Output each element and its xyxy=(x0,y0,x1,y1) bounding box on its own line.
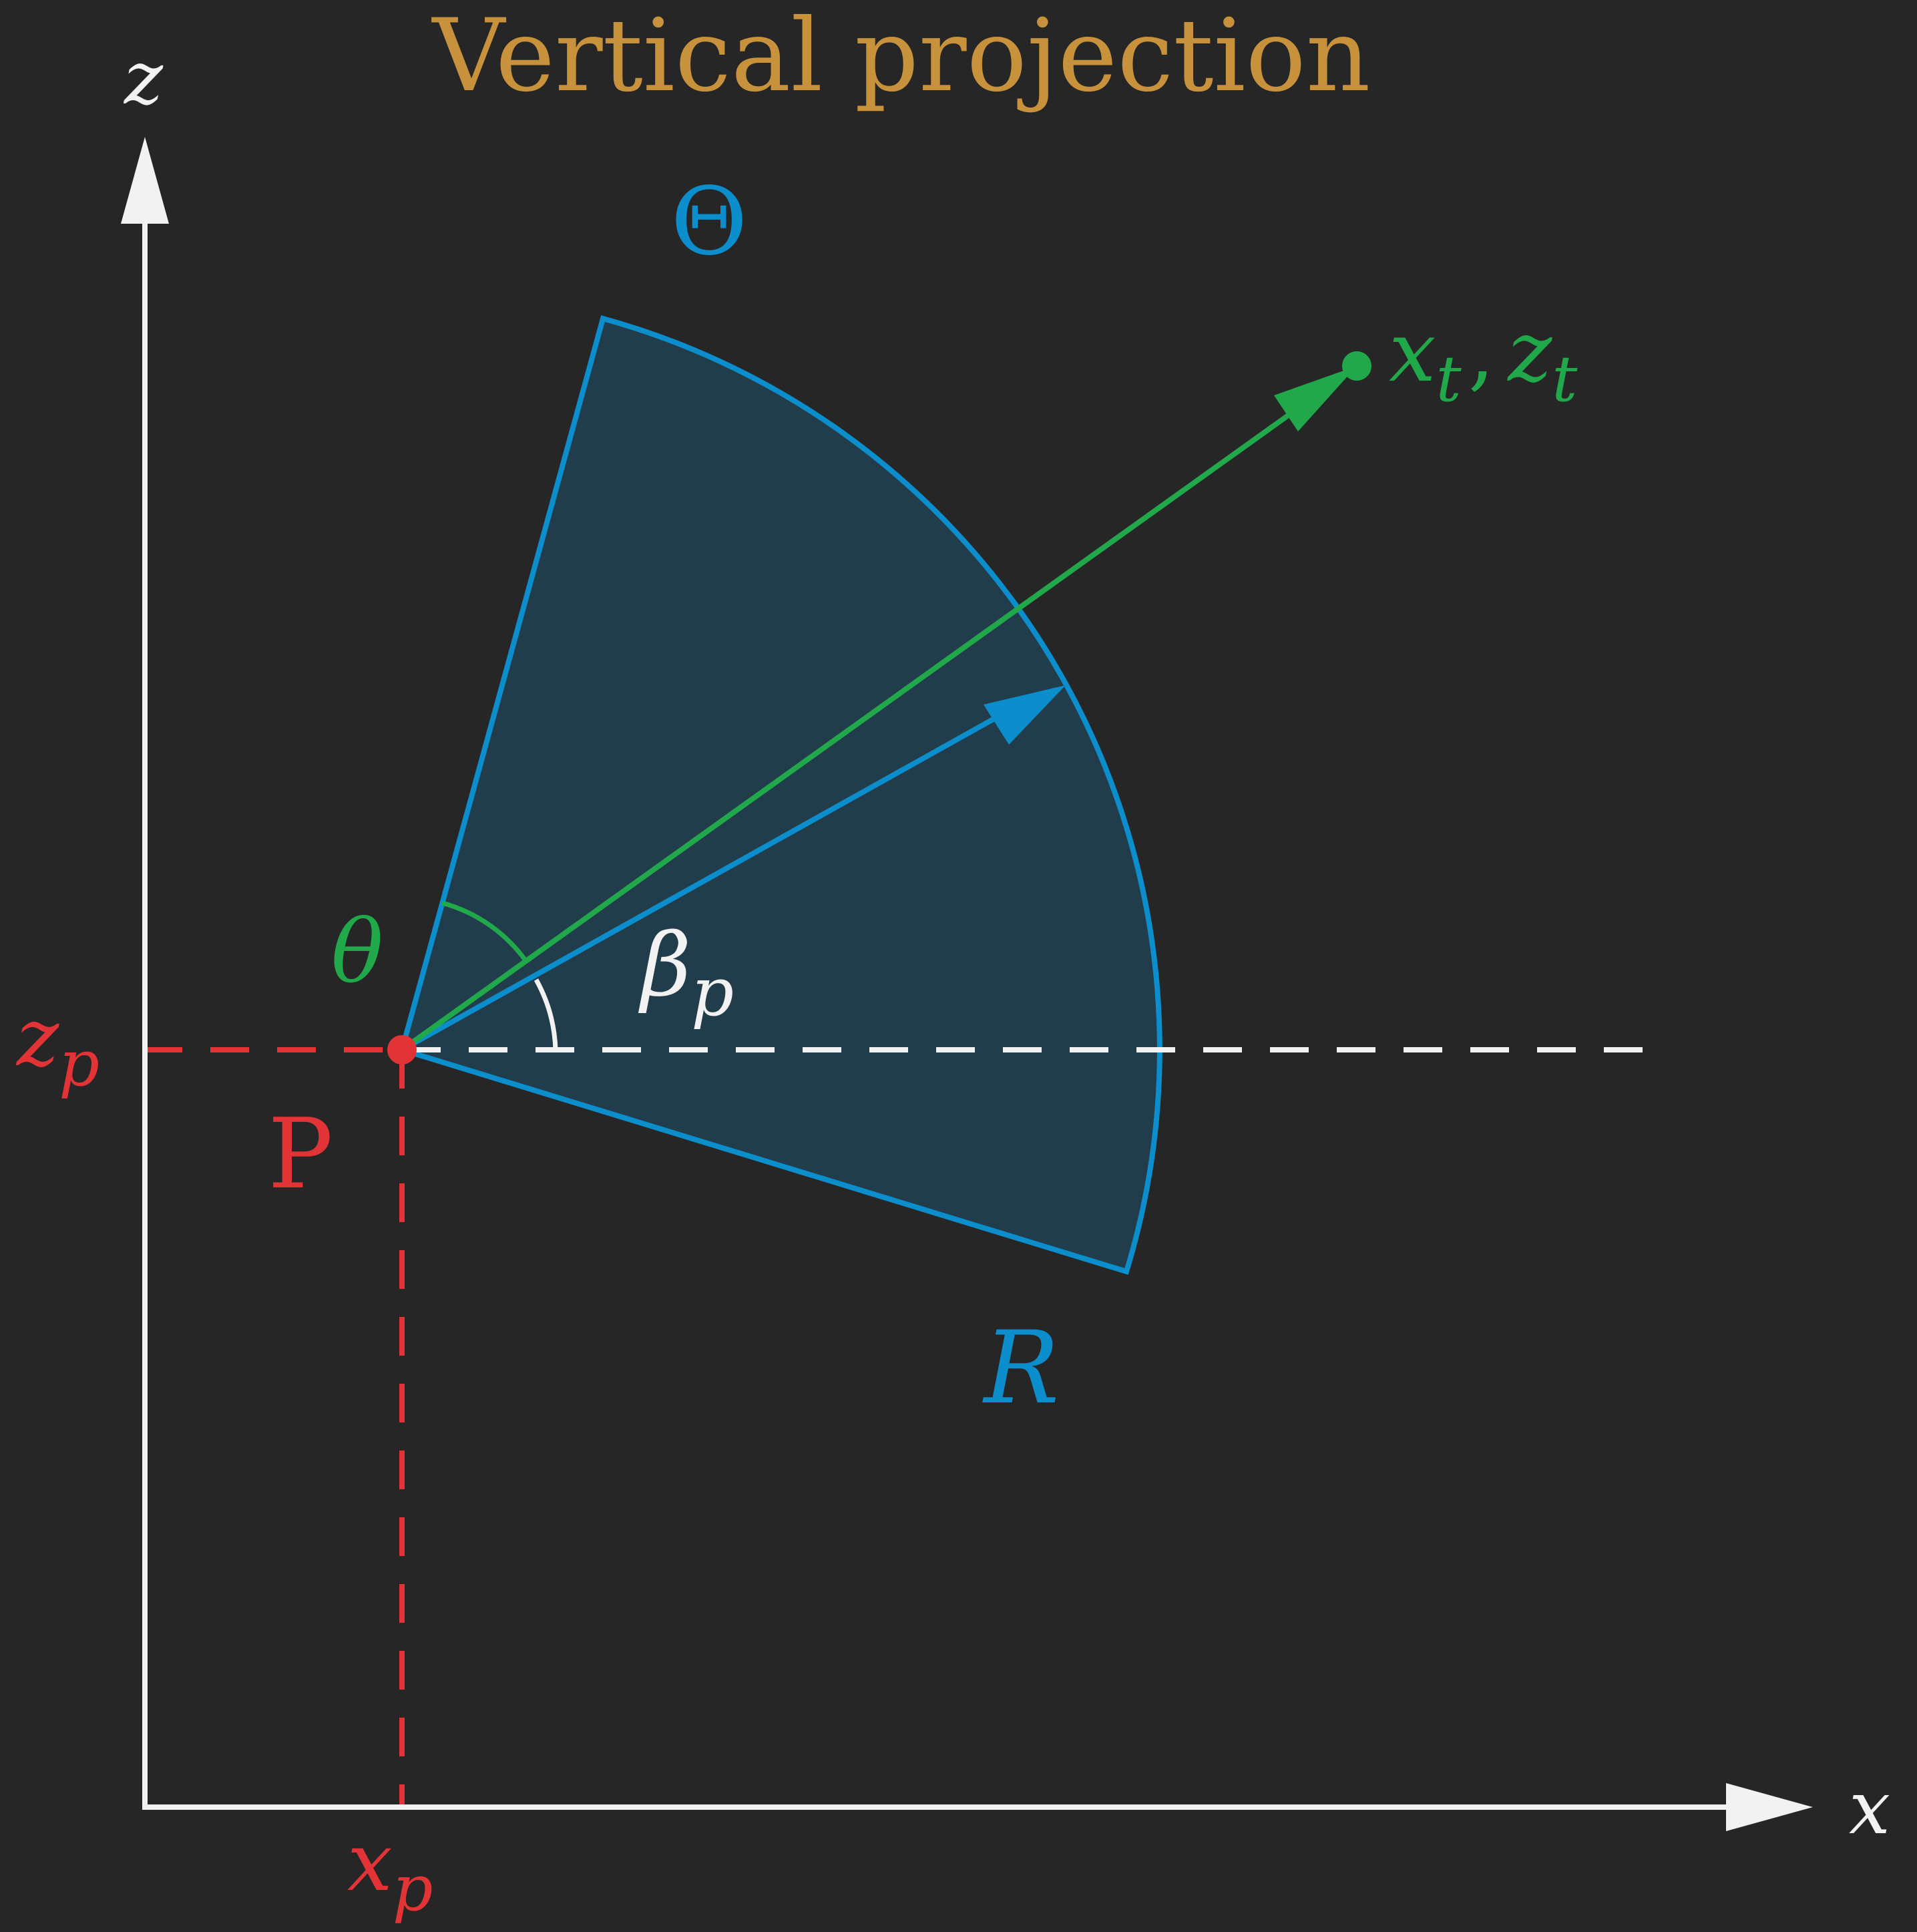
zp-label-symbol: z xyxy=(15,992,59,1085)
point-p xyxy=(387,1035,417,1065)
target-label: xt,zt xyxy=(1389,304,1578,416)
target-point xyxy=(1342,351,1371,381)
title: Vertical projection xyxy=(431,0,1371,114)
zp-label: zp xyxy=(15,992,99,1101)
x-axis-arrowhead xyxy=(1726,1783,1813,1831)
target-label-z-sub: t xyxy=(1552,343,1578,416)
xp-label-sub: p xyxy=(393,1852,433,1925)
theta-angle-arc xyxy=(441,900,527,962)
beta-direction-line xyxy=(401,712,1003,1052)
beta-label-sub: p xyxy=(691,953,734,1031)
beta-direction-arrowhead xyxy=(984,685,1066,745)
target-label-x-sub: t xyxy=(1436,343,1462,416)
target-label-comma: , xyxy=(1468,304,1495,401)
target-direction-line xyxy=(400,398,1311,1052)
xp-label-symbol: x xyxy=(347,1816,393,1909)
xp-label: xp xyxy=(347,1816,433,1925)
beta-label-symbol: β xyxy=(638,914,691,1016)
beta-angle-arc xyxy=(534,978,558,1050)
sector-angle-label: Θ xyxy=(671,168,748,276)
coverage-sector xyxy=(399,315,1162,1275)
sector-radius-label: R xyxy=(982,1310,1060,1426)
target-label-z: z xyxy=(1506,304,1552,401)
beta-label: βp xyxy=(638,914,734,1031)
target-direction-arrowhead xyxy=(1274,366,1357,431)
point-p-label: P xyxy=(268,1098,333,1211)
theta-label: θ xyxy=(331,901,383,1002)
z-axis-arrowhead xyxy=(121,137,169,224)
x-axis-label: x xyxy=(1849,1765,1890,1851)
zp-label-sub: p xyxy=(59,1027,99,1101)
z-axis-label: z xyxy=(123,35,164,121)
target-label-x: x xyxy=(1389,304,1436,401)
